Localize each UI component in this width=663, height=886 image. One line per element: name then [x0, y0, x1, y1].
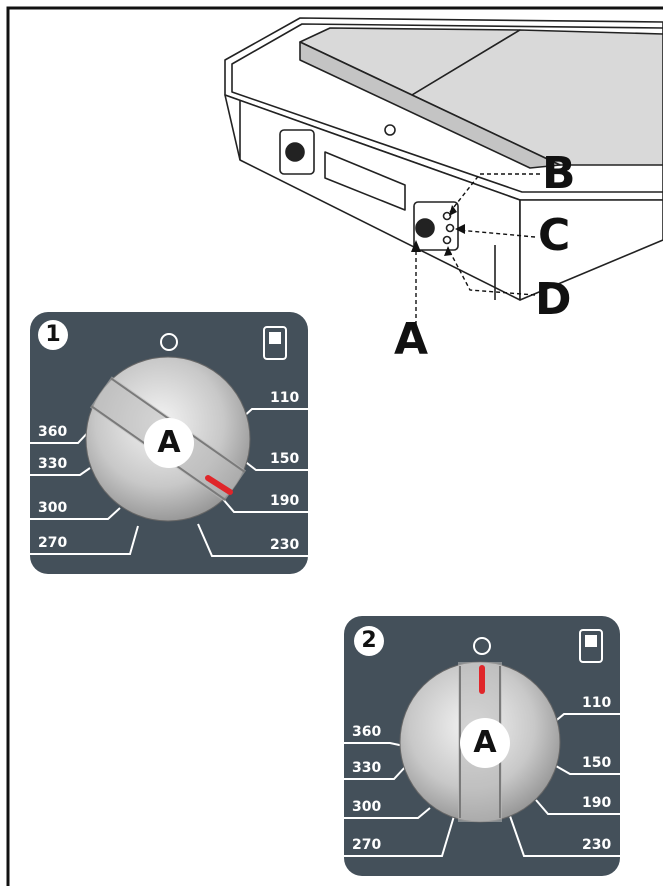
scale-label-right: 190 [270, 493, 300, 509]
scale-label-right: 150 [582, 755, 612, 771]
scale-label-right: 190 [582, 795, 612, 811]
callout-b: B [542, 148, 576, 199]
scale-label-left: 300 [38, 500, 68, 516]
scale-label-right: 150 [270, 451, 300, 467]
callout-a: A [394, 314, 429, 365]
off-circle-icon [473, 637, 491, 655]
scale-label-right: 230 [582, 837, 612, 853]
scale-label-left: 270 [38, 535, 68, 551]
heating-lamp-icon [263, 326, 287, 360]
knob-panel-2: 2 A 360 330 300 270 110 150 190 230 [344, 616, 620, 876]
scale-label-left: 360 [352, 724, 382, 740]
scale-label-right: 110 [582, 695, 612, 711]
knob-label: A [460, 718, 510, 768]
callout-d: D [535, 274, 572, 325]
scale-label-left: 300 [352, 799, 382, 815]
heating-lamp-icon [579, 629, 603, 663]
knob-panel-1: 1 A 360 330 300 270 110 150 190 230 [30, 312, 308, 574]
griddle-appliance-illustration [224, 17, 663, 325]
scale-label-right: 230 [270, 537, 300, 553]
step-number-badge: 1 [38, 320, 68, 350]
knob-label: A [144, 418, 194, 468]
scale-label-left: 360 [38, 424, 68, 440]
callout-c: C [538, 210, 571, 261]
step-number-badge: 2 [354, 626, 384, 656]
scale-label-left: 270 [352, 837, 382, 853]
scale-label-left: 330 [352, 760, 382, 776]
scale-label-left: 330 [38, 456, 68, 472]
scale-label-right: 110 [270, 390, 300, 406]
off-circle-icon [160, 333, 178, 351]
